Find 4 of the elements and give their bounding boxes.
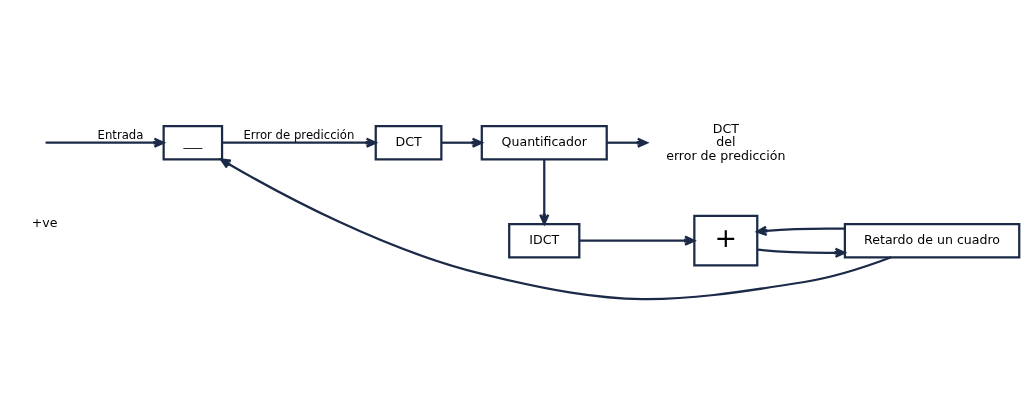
edge-label: Error de predicción [243,127,355,142]
edge-label: Entrada [97,127,144,142]
node-text: DCT del error de predicción [666,120,786,163]
label: +ve [31,214,58,230]
